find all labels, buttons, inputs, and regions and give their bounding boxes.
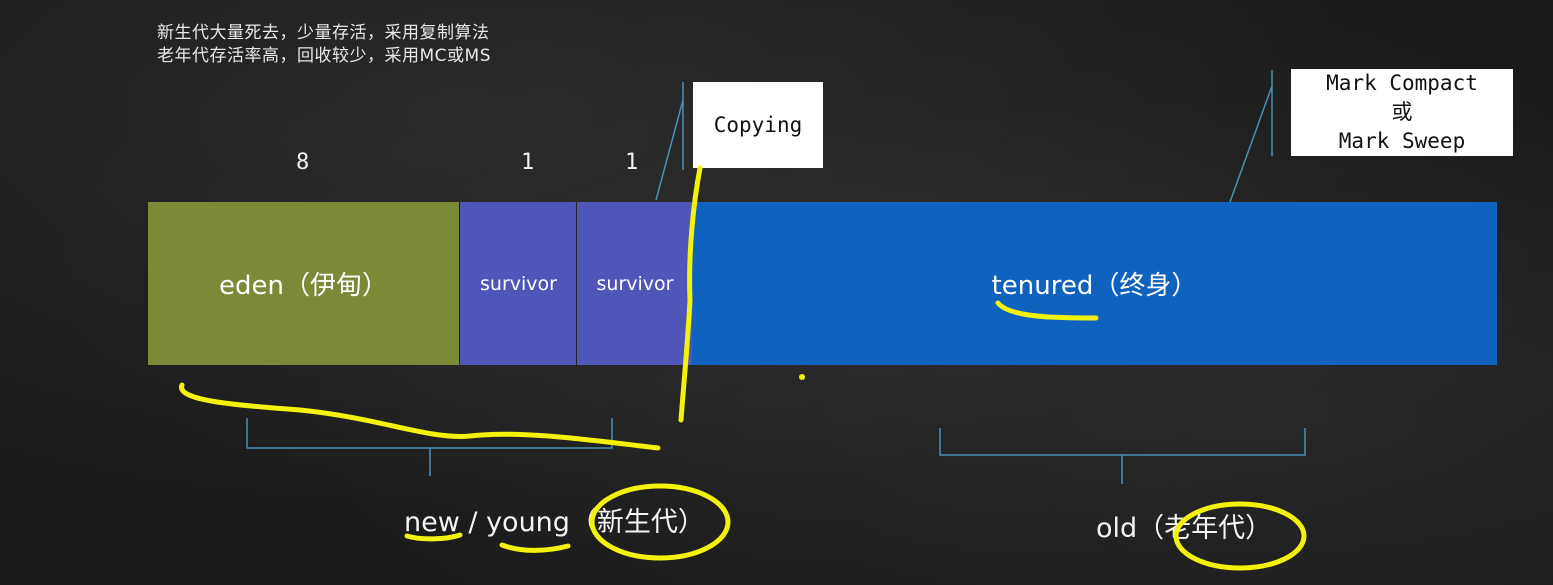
old-bracket <box>939 428 1306 484</box>
highlight-young-circle <box>589 483 731 561</box>
eden-ratio: 8 <box>296 150 310 175</box>
eden-region: eden（伊甸） <box>148 202 459 365</box>
eden-label: eden（伊甸） <box>219 271 388 301</box>
mark-sweep-label: Mark Sweep <box>1338 129 1466 153</box>
survivor2-label: survivor <box>596 272 674 295</box>
highlight-eden-underline <box>179 382 661 451</box>
mark-connector-line <box>1229 70 1273 203</box>
tenured-region: tenured（终身） <box>692 202 1497 365</box>
or-label: 或 <box>1391 100 1413 124</box>
copying-connector-line <box>655 82 684 201</box>
copying-callout: Copying <box>693 82 823 168</box>
survivor1-ratio: 1 <box>521 150 535 175</box>
note-text: 新生代大量死去，少量存活，采用复制算法 老年代存活率高，回收较少，采用MC或MS <box>157 22 491 68</box>
tenured-label: tenured（终身） <box>991 271 1198 301</box>
survivor2-region: survivor <box>576 202 693 365</box>
survivor2-ratio: 1 <box>625 150 639 175</box>
survivor1-label: survivor <box>480 272 557 295</box>
highlight-dot <box>799 374 805 380</box>
copying-label: Copying <box>713 113 803 137</box>
highlight-young-underline <box>499 542 571 553</box>
mark-callout: Mark Compact 或 Mark Sweep <box>1291 69 1513 156</box>
highlight-tenured-underline <box>995 300 1099 321</box>
highlight-new-underline <box>404 532 463 542</box>
young-generation-label: new / young（新生代） <box>404 507 705 538</box>
young-bracket <box>246 418 613 476</box>
mark-compact-label: Mark Compact <box>1326 71 1478 95</box>
note-line-old: 老年代存活率高，回收较少，采用MC或MS <box>157 46 491 66</box>
survivor1-region: survivor <box>459 202 577 365</box>
note-line-young: 新生代大量死去，少量存活，采用复制算法 <box>157 23 490 43</box>
highlight-divider-stroke <box>678 165 703 423</box>
highlight-old-circle <box>1173 501 1307 571</box>
